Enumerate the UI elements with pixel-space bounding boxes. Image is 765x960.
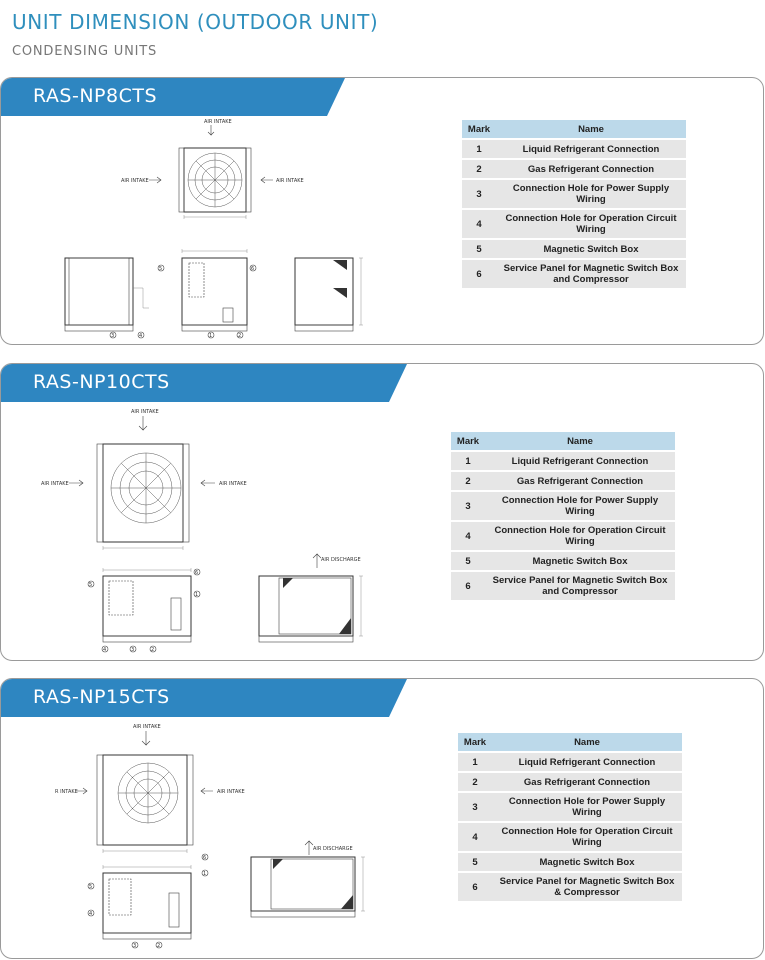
arrow-right-icon [69, 479, 84, 487]
svg-text:5: 5 [89, 884, 92, 890]
svg-text:6: 6 [195, 570, 198, 576]
model-card-np10: RAS-NP10CTS AIR INTAKE AIR INTAKE AIR IN… [0, 363, 764, 661]
air-intake-left-label: R INTAKE [55, 789, 78, 795]
svg-text:5: 5 [159, 266, 162, 272]
arrow-left-icon [200, 479, 215, 487]
table-header-name: Name [485, 432, 675, 450]
model-name: RAS-NP10CTS [33, 371, 170, 393]
arrow-down-icon [138, 416, 148, 431]
svg-text:1: 1 [195, 592, 198, 598]
front-view [181, 257, 248, 326]
dimension-drawing: AIR INTAKE AIR INTAKE AIR INTAKE 3 4 [51, 118, 391, 343]
svg-text:1: 1 [203, 871, 206, 877]
svg-text:3: 3 [131, 647, 134, 653]
air-intake-right-label: AIR INTAKE [219, 481, 247, 487]
svg-text:6: 6 [203, 855, 206, 861]
front-view [102, 575, 192, 637]
svg-text:5: 5 [89, 582, 92, 588]
table-header-mark: Mark [462, 120, 496, 138]
table-header-name: Name [492, 733, 682, 751]
model-banner: RAS-NP10CTS [1, 364, 407, 402]
top-view-outline [102, 754, 188, 846]
svg-text:3: 3 [133, 943, 136, 949]
table-header-mark: Mark [451, 432, 485, 450]
arrow-up-icon [304, 840, 314, 855]
arrow-left-icon [200, 787, 213, 795]
arrow-up-icon [312, 553, 322, 568]
page-subtitle: CONDENSING UNITS [12, 44, 158, 59]
model-banner: RAS-NP15CTS [1, 679, 407, 717]
dimension-drawing: AIR INTAKE R INTAKE AIR INTAKE 5 6 1 4 3 [51, 723, 391, 958]
svg-text:4: 4 [89, 911, 92, 917]
air-discharge-label: AIR DISCHARGE [313, 846, 353, 852]
air-intake-top-label: AIR INTAKE [133, 724, 161, 730]
model-card-np8: RAS-NP8CTS AIR INTAKE AIR INTAKE AIR INT… [0, 77, 764, 345]
air-intake-right-label: AIR INTAKE [217, 789, 245, 795]
svg-text:2: 2 [157, 943, 160, 949]
front-view [102, 872, 192, 934]
arrow-down-icon [207, 125, 215, 136]
air-discharge-label: AIR DISCHARGE [321, 557, 361, 563]
air-intake-top-label: AIR INTAKE [204, 119, 232, 125]
model-name: RAS-NP15CTS [33, 686, 170, 708]
svg-text:2: 2 [238, 333, 241, 339]
air-intake-top-label: AIR INTAKE [131, 409, 159, 415]
model-name: RAS-NP8CTS [33, 85, 158, 107]
svg-text:4: 4 [103, 647, 106, 653]
dimension-drawing: AIR INTAKE AIR INTAKE AIR INTAKE 5 6 1 4… [31, 408, 401, 658]
svg-text:6: 6 [251, 266, 254, 272]
arrow-left-icon [260, 176, 273, 184]
top-view-outline [102, 443, 184, 543]
side-view-right [250, 856, 356, 912]
svg-text:1: 1 [209, 333, 212, 339]
svg-text:3: 3 [111, 333, 114, 339]
arrow-right-icon [75, 787, 88, 795]
side-view-right [258, 575, 354, 637]
table-header-name: Name [496, 120, 686, 138]
air-intake-right-label: AIR INTAKE [276, 178, 304, 184]
table-header-mark: Mark [458, 733, 492, 751]
page-title: UNIT DIMENSION (OUTDOOR UNIT) [12, 10, 379, 34]
air-intake-left-label: AIR INTAKE [41, 481, 69, 487]
air-intake-left-label: AIR INTAKE [121, 178, 149, 184]
model-card-np15: RAS-NP15CTS AIR INTAKE R INTAKE AIR INTA… [0, 678, 764, 959]
arrow-down-icon [141, 731, 151, 746]
side-view-left [64, 257, 134, 326]
svg-text:4: 4 [139, 333, 142, 339]
model-banner: RAS-NP8CTS [1, 78, 345, 116]
svg-text:2: 2 [151, 647, 154, 653]
arrow-right-icon [149, 176, 162, 184]
